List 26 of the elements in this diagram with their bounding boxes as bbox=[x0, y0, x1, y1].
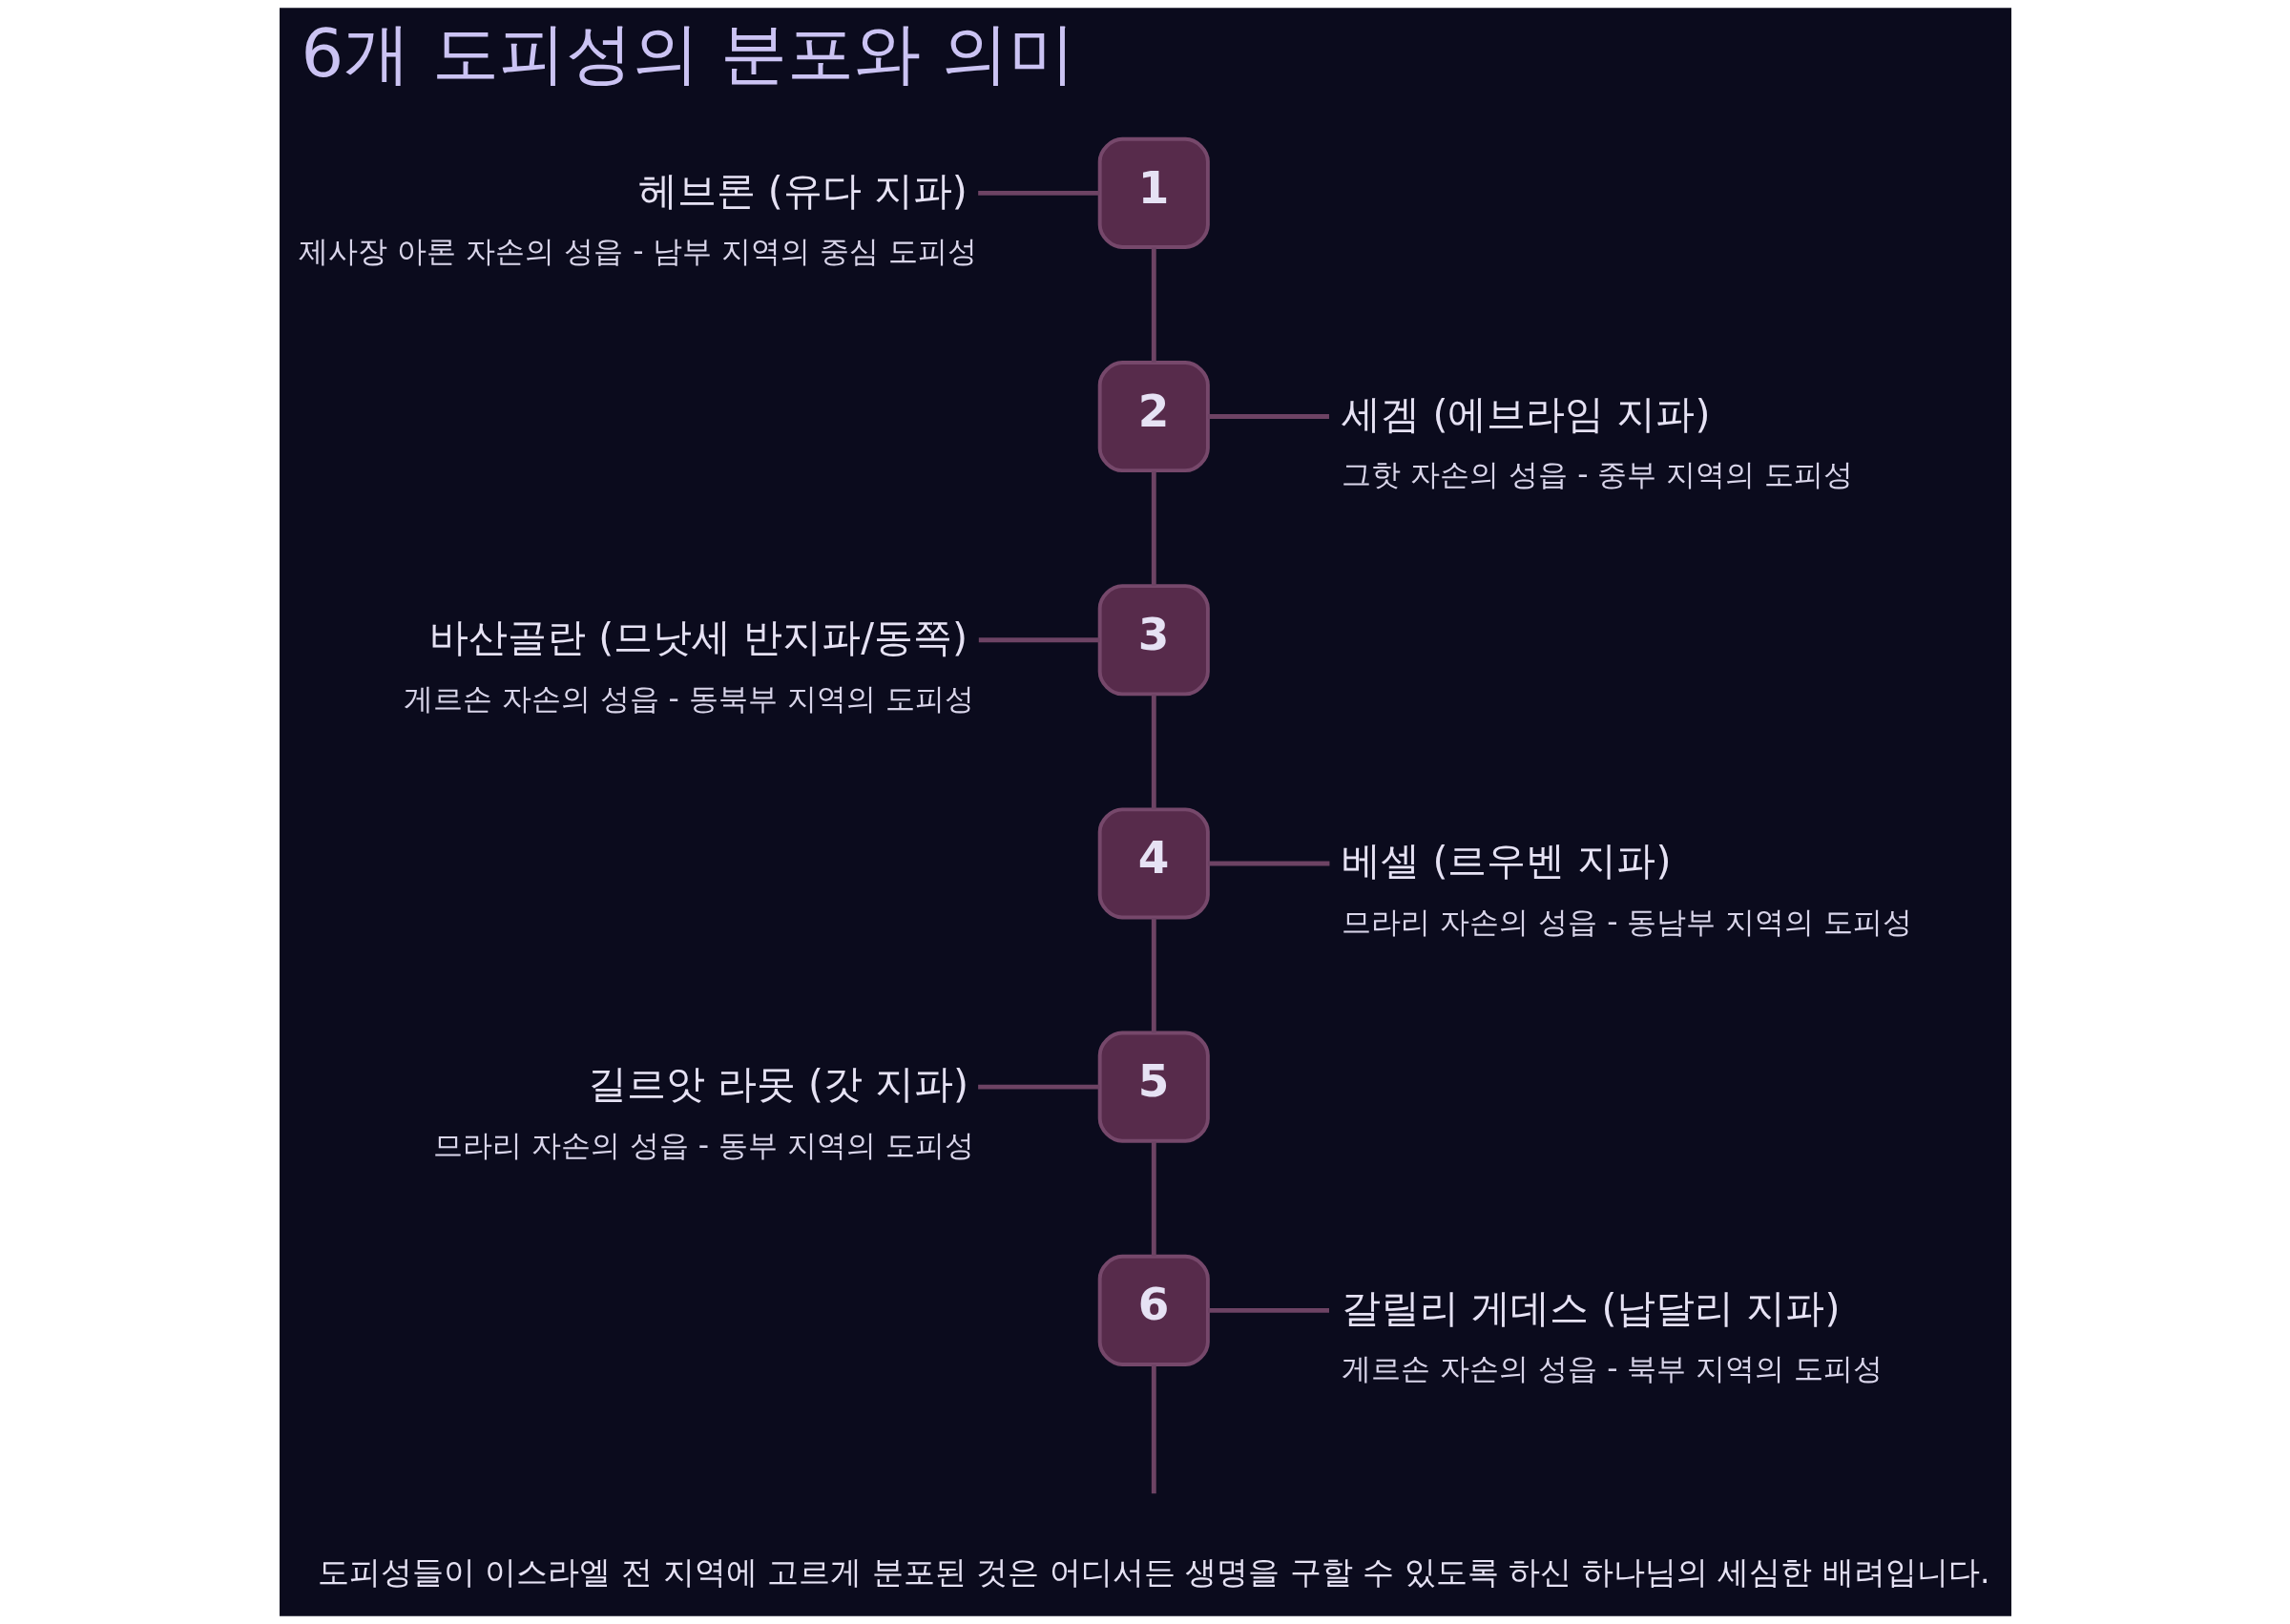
node-text: 길르앗 라못 (갓 지파) 므라리 자손의 성읍 - 동부 지역의 도피성 bbox=[432, 1061, 974, 1162]
node-text: 헤브론 (유다 지파) 제사장 아론 자손의 성읍 - 남부 지역의 중심 도피성 bbox=[298, 167, 977, 269]
node-box: 4 bbox=[1097, 807, 1210, 920]
node-box: 3 bbox=[1097, 584, 1210, 697]
caption: 도피성들이 이스라엘 전 지역에 고르게 분포된 것은 어디서든 생명을 구할 수 있도록 하신 하나님의 세심한 배려입니다. bbox=[317, 1552, 1990, 1591]
connector bbox=[1207, 861, 1329, 866]
diagram-title: 6개 도피성의 분포와 의미 bbox=[301, 14, 1075, 93]
node-text: 바산골란 (므낫세 반지파/동쪽) 게르손 자손의 성읍 - 동북부 지역의 도피성 bbox=[403, 614, 974, 716]
connector bbox=[1151, 470, 1156, 587]
node-text: 세겜 (에브라임 지파) 그핫 자손의 성읍 - 중부 지역의 도피성 bbox=[1341, 390, 1853, 492]
connector bbox=[978, 637, 1100, 643]
connector bbox=[977, 1084, 1099, 1090]
connector bbox=[1151, 1141, 1156, 1257]
connector bbox=[977, 190, 1099, 196]
node-box: 2 bbox=[1097, 361, 1210, 473]
node-text: 베셀 (르우벤 지파) 므라리 자손의 성읍 - 동남부 지역의 도피성 bbox=[1341, 838, 1912, 939]
connector bbox=[1151, 918, 1156, 1033]
connector bbox=[1207, 414, 1329, 419]
connector bbox=[1151, 247, 1156, 363]
node-text: 갈릴리 게데스 (납달리 지파) 게르손 자손의 성읍 - 북부 지역의 도피성 bbox=[1341, 1284, 1883, 1386]
connector bbox=[1151, 694, 1156, 810]
node-box: 5 bbox=[1097, 1031, 1210, 1143]
connector bbox=[1151, 1364, 1156, 1494]
node-box: 1 bbox=[1097, 136, 1210, 249]
connector bbox=[1207, 1307, 1329, 1313]
node-box: 6 bbox=[1097, 1254, 1210, 1366]
